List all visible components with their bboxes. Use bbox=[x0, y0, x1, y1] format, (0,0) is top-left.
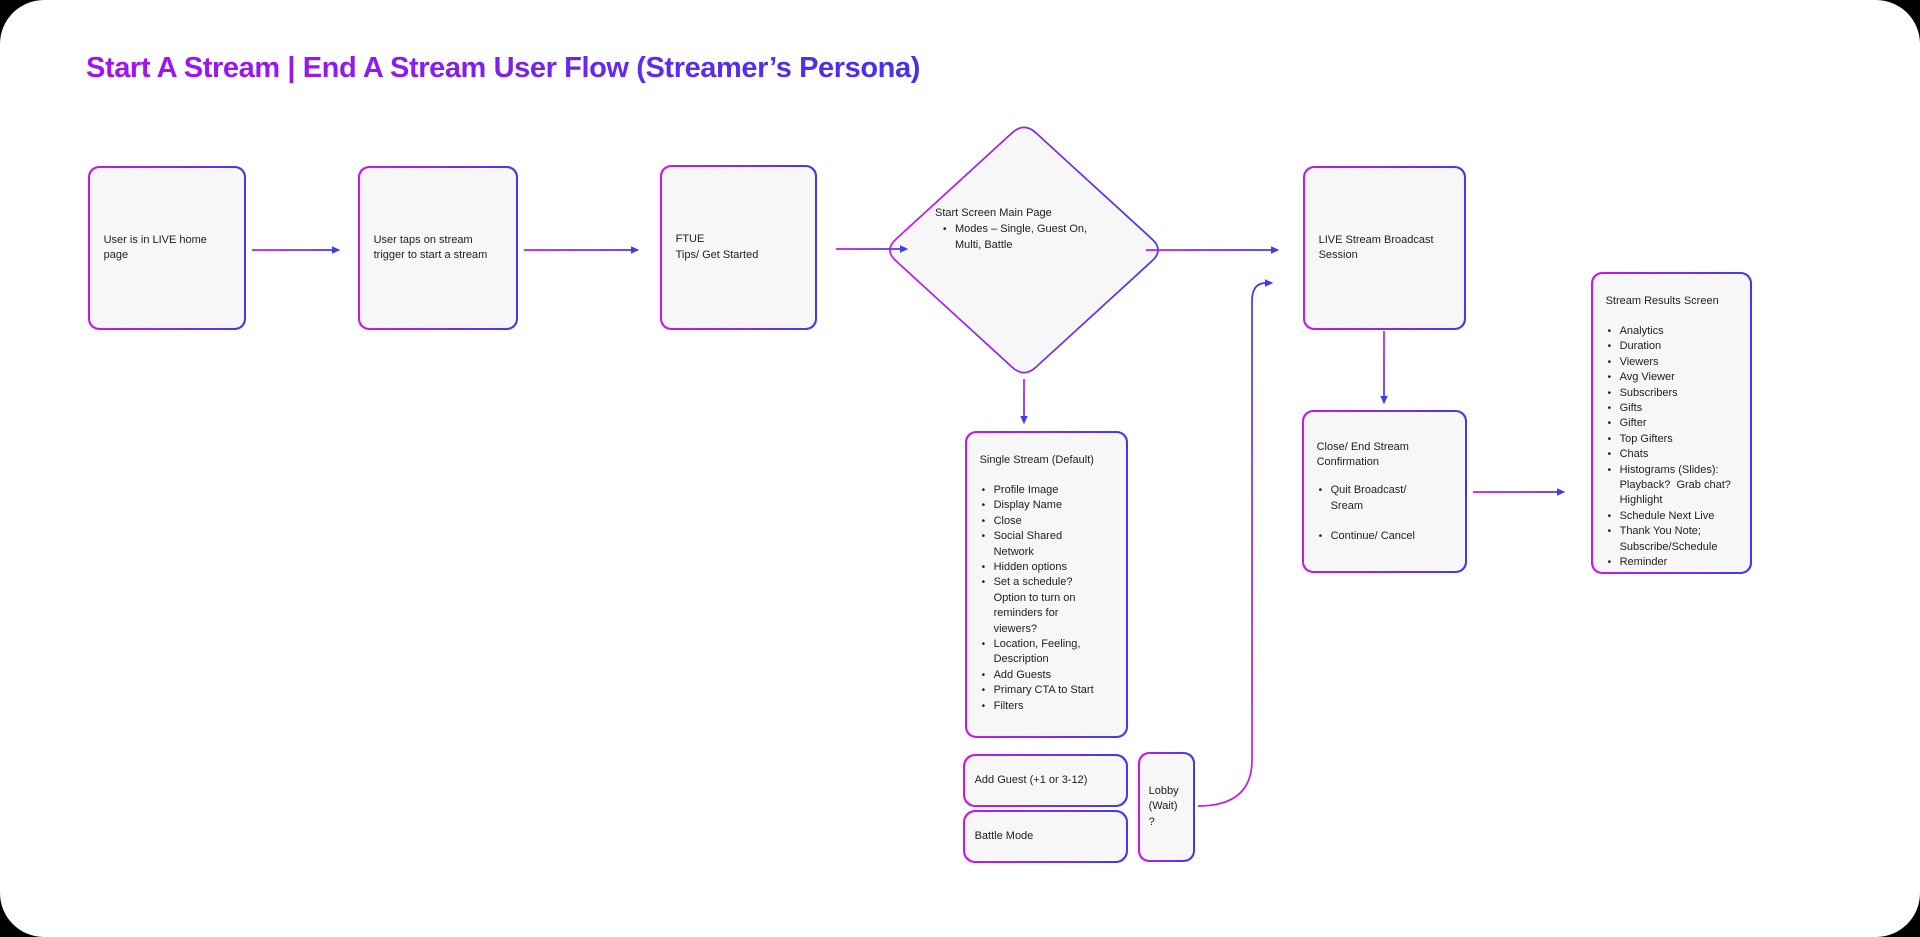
node-ftue[interactable]: FTUE Tips/ Get Started bbox=[660, 165, 817, 330]
node-add-guest[interactable]: Add Guest (+1 or 3-12) bbox=[963, 754, 1128, 807]
list-item: Duration bbox=[1606, 339, 1741, 355]
node-broadcast[interactable]: LIVE Stream Broadcast Session bbox=[1303, 166, 1466, 330]
list-item: Profile Image bbox=[980, 483, 1117, 499]
node-lobby[interactable]: Lobby (Wait) ? bbox=[1138, 752, 1195, 862]
node-battle-mode[interactable]: Battle Mode bbox=[963, 810, 1128, 863]
list-item: Social Shared Network bbox=[980, 529, 1117, 560]
results-bullet-list: AnalyticsDurationViewersAvg ViewerSubscr… bbox=[1606, 324, 1741, 571]
node-results[interactable]: Stream Results Screen AnalyticsDurationV… bbox=[1591, 272, 1752, 574]
node-broadcast-label: LIVE Stream Broadcast Session bbox=[1318, 233, 1434, 261]
list-item: Gifts bbox=[1606, 401, 1741, 417]
start-screen-title: Start Screen Main Page bbox=[935, 207, 1052, 219]
list-item: Primary CTA to Start bbox=[980, 683, 1117, 699]
list-item: Hidden options bbox=[980, 560, 1117, 576]
list-item: Subscribers bbox=[1606, 386, 1741, 402]
node-single-stream[interactable]: Single Stream (Default) Profile ImageDis… bbox=[965, 431, 1128, 738]
arrow-lobby-to-broadcast bbox=[1197, 279, 1274, 807]
list-item: Viewers bbox=[1606, 355, 1741, 371]
list-item: Modes – Single, Guest On, Multi, Battle bbox=[941, 222, 1117, 254]
list-item: Location, Feeling, Description bbox=[980, 637, 1117, 668]
node-tap-stream[interactable]: User taps on stream trigger to start a s… bbox=[358, 166, 518, 330]
node-lobby-label: Lobby (Wait) ? bbox=[1148, 784, 1179, 828]
list-item: Reminder bbox=[1606, 555, 1741, 571]
list-item: Quit Broadcast/ Sream bbox=[1317, 483, 1456, 514]
list-item: Schedule Next Live bbox=[1606, 509, 1741, 525]
list-item: Avg Viewer bbox=[1606, 370, 1741, 386]
list-item: Close bbox=[980, 514, 1117, 530]
list-item: Analytics bbox=[1606, 324, 1741, 340]
list-item: Thank You Note; Subscribe/Schedule bbox=[1606, 524, 1741, 555]
list-item: Chats bbox=[1606, 447, 1741, 463]
list-item: Display Name bbox=[980, 498, 1117, 514]
node-close-confirm[interactable]: Close/ End Stream Confirmation Quit Broa… bbox=[1302, 410, 1467, 573]
single-stream-bullet-list: Profile ImageDisplay NameCloseSocial Sha… bbox=[980, 483, 1117, 715]
list-item: Gifter bbox=[1606, 416, 1741, 432]
list-item: Continue/ Cancel bbox=[1317, 529, 1456, 545]
node-start-screen-label: Start Screen Main Page Modes – Single, G… bbox=[935, 206, 1117, 254]
node-live-home-label: User is in LIVE home page bbox=[103, 233, 207, 261]
close-confirm-bullet-list: Quit Broadcast/ SreamContinue/ Cancel bbox=[1317, 483, 1456, 545]
list-item: Filters bbox=[980, 699, 1117, 715]
page-title: Start A Stream | End A Stream User Flow … bbox=[86, 52, 920, 84]
list-item: Add Guests bbox=[980, 668, 1117, 684]
close-confirm-title: Close/ End Stream Confirmation bbox=[1316, 440, 1409, 468]
results-title: Stream Results Screen bbox=[1605, 294, 1719, 307]
node-ftue-label: FTUE Tips/ Get Started bbox=[675, 233, 759, 261]
list-item: Top Gifters bbox=[1606, 432, 1741, 448]
start-screen-bullet-list: Modes – Single, Guest On, Multi, Battle bbox=[941, 222, 1117, 254]
node-add-guest-label: Add Guest (+1 or 3-12) bbox=[974, 773, 1088, 786]
list-item: Set a schedule? Option to turn on remind… bbox=[980, 575, 1117, 637]
list-item: Histograms (Slides): Playback? Grab chat… bbox=[1606, 463, 1741, 509]
node-live-home[interactable]: User is in LIVE home page bbox=[88, 166, 246, 330]
node-battle-mode-label: Battle Mode bbox=[974, 829, 1034, 842]
node-tap-stream-label: User taps on stream trigger to start a s… bbox=[373, 233, 488, 261]
single-stream-title: Single Stream (Default) bbox=[979, 453, 1094, 466]
